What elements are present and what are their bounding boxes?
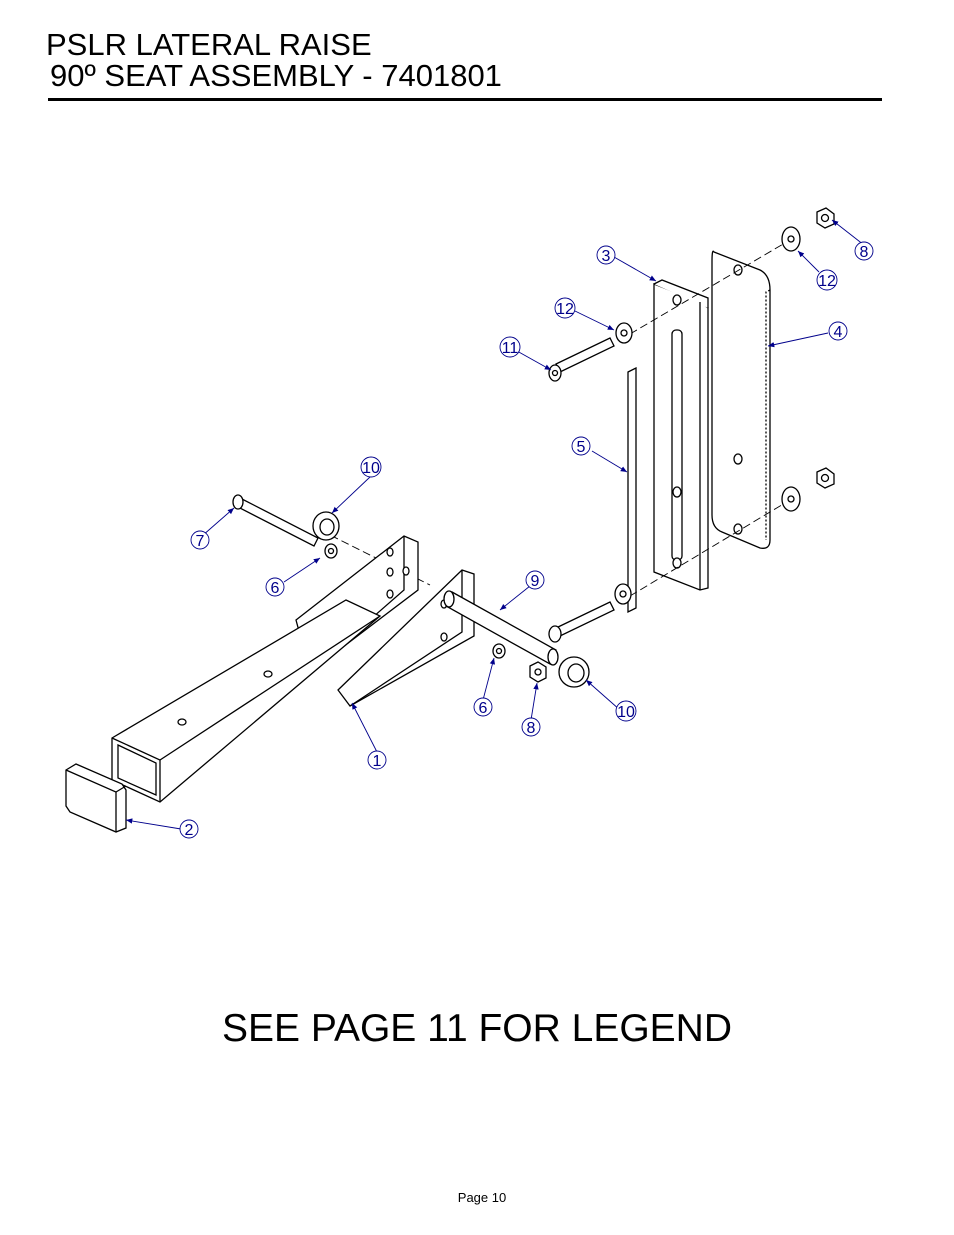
part-slotted-plate <box>653 279 709 591</box>
part-left-bolt-collar <box>232 494 340 559</box>
part-back-plate <box>711 250 771 549</box>
title-line-1: PSLR LATERAL RAISE <box>46 27 372 62</box>
leader-lines <box>125 219 865 830</box>
part-lower-bolt <box>548 583 632 643</box>
part-seat-frame <box>111 535 475 803</box>
svg-text:12: 12 <box>556 301 574 318</box>
callout-11: 11 <box>499 336 521 358</box>
callout-10a: 10 <box>360 456 382 478</box>
svg-text:10: 10 <box>362 460 380 477</box>
callout-10b: 10 <box>615 700 637 722</box>
callout-9: 9 <box>525 570 545 590</box>
part-spacer-strip <box>627 366 637 614</box>
part-lower-nut-washer <box>781 467 835 512</box>
callout-7: 7 <box>190 530 210 550</box>
svg-text:6: 6 <box>479 700 488 717</box>
part-upper-bolt <box>548 322 633 382</box>
callout-4: 4 <box>828 321 848 341</box>
svg-text:8: 8 <box>527 720 536 737</box>
callout-6b: 6 <box>473 697 493 717</box>
svg-text:11: 11 <box>502 340 519 357</box>
page-number: Page 10 <box>457 1190 507 1205</box>
callout-6a: 6 <box>265 577 285 597</box>
callout-12b: 12 <box>816 269 838 291</box>
svg-text:3: 3 <box>602 248 611 265</box>
part-top-nut-washer <box>781 207 835 252</box>
part-end-cap <box>65 763 127 833</box>
part-right-fasteners <box>492 643 590 688</box>
title-line-2: 90º SEAT ASSEMBLY - 7401801 <box>50 58 502 93</box>
callout-8a: 8 <box>854 241 874 261</box>
svg-text:2: 2 <box>185 822 194 839</box>
part-callouts: 1 2 3 4 5 6 6 7 8 8 9 10 10 11 12 12 <box>179 241 874 839</box>
svg-text:10: 10 <box>617 704 635 721</box>
svg-text:12: 12 <box>818 273 836 290</box>
callout-8b: 8 <box>521 717 541 737</box>
svg-text:1: 1 <box>373 753 382 770</box>
legend-reference-note: SEE PAGE 11 FOR LEGEND <box>221 1007 733 1050</box>
callout-5: 5 <box>571 436 591 456</box>
svg-text:8: 8 <box>860 244 869 261</box>
part-axle-rod <box>443 590 559 666</box>
title-rule <box>48 98 882 101</box>
callout-1: 1 <box>367 750 387 770</box>
svg-text:5: 5 <box>577 439 586 456</box>
svg-text:7: 7 <box>196 533 205 550</box>
callout-12a: 12 <box>554 297 576 319</box>
svg-text:4: 4 <box>834 324 843 341</box>
callout-2: 2 <box>179 819 199 839</box>
svg-text:9: 9 <box>531 573 540 590</box>
callout-3: 3 <box>596 245 616 265</box>
svg-text:6: 6 <box>271 580 280 597</box>
